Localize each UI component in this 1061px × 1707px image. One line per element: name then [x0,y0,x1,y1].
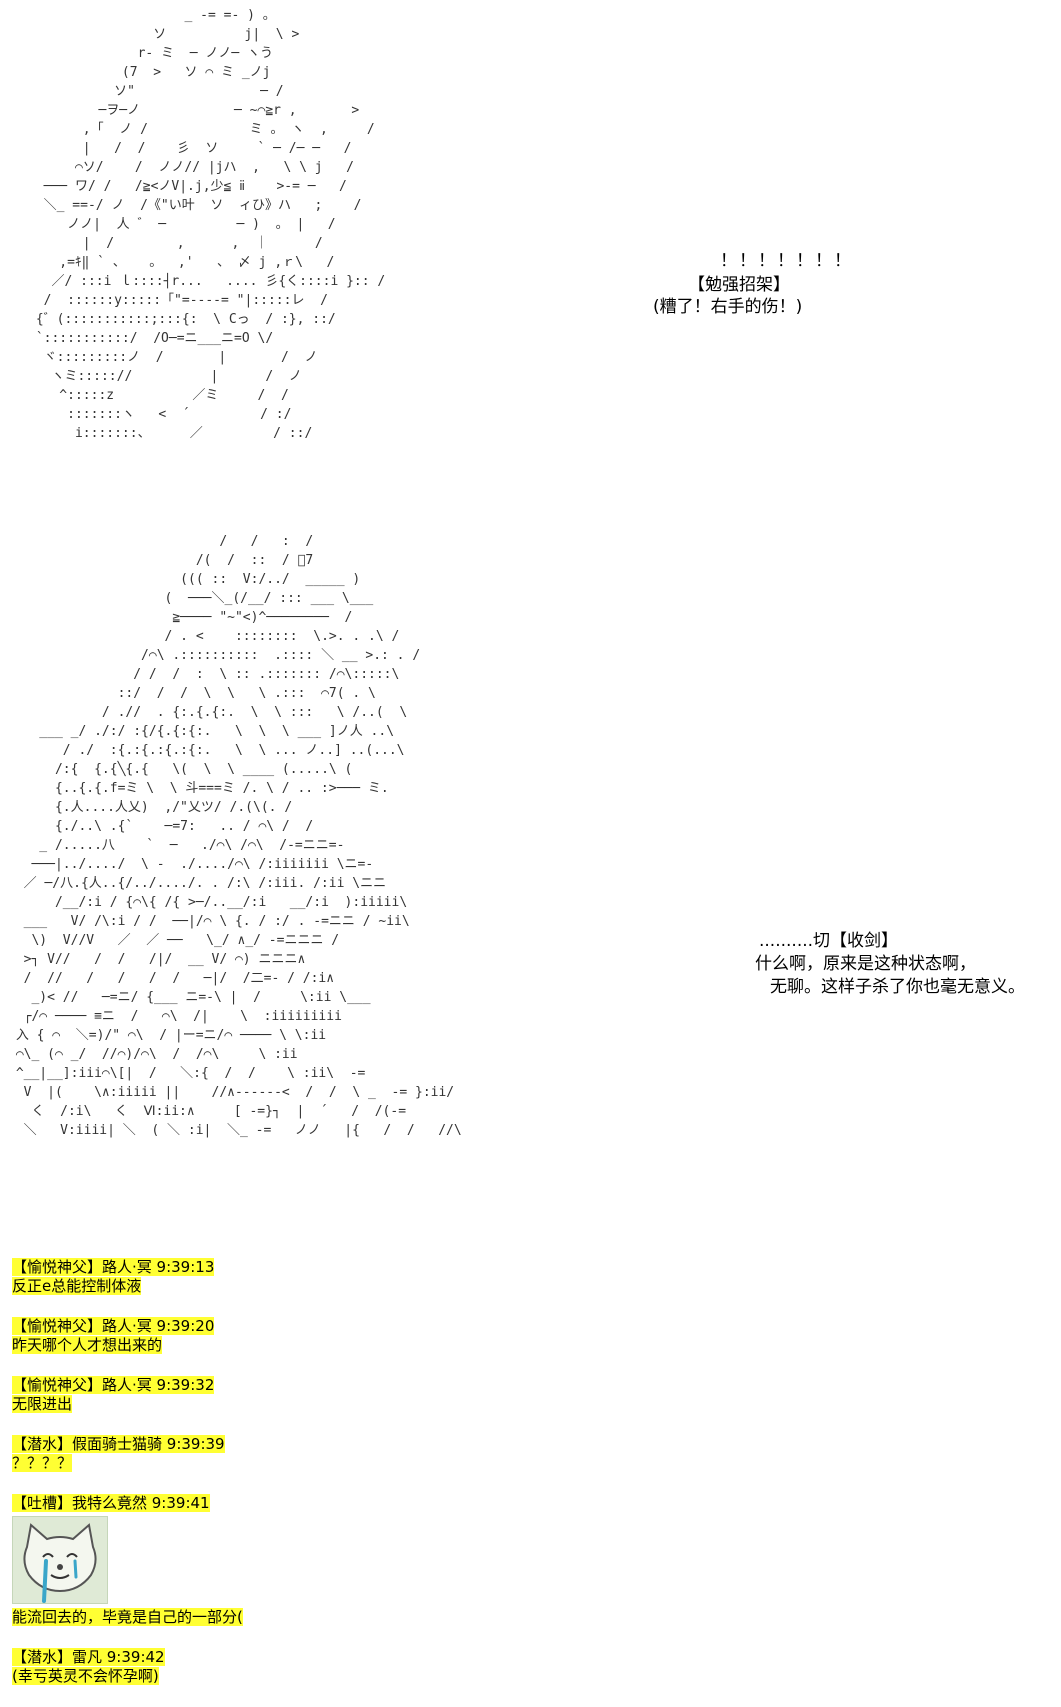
chat-message: 【愉悦神父】路人·冥 9:39:13 反正e总能控制体液 [12,1258,1052,1296]
chat-text: 昨天哪个人才想出来的 [12,1336,163,1354]
chat-header: 【愉悦神父】路人·冥 9:39:20 [12,1317,215,1335]
chat-message: 【潜水】雷凡 9:39:42 (幸亏英灵不会怀孕啊) [12,1648,1052,1686]
ascii-art-bottom: / / : / /( / :: / ゚7 ((( :: V:/../ _____… [15,534,462,1138]
chat-text: (幸亏英灵不会怀孕啊) [12,1667,159,1685]
crying-cat-icon [12,1516,108,1604]
chat-text: 反正e总能控制体液 [12,1277,142,1295]
chat-message: 【愉悦神父】路人·冥 9:39:20 昨天哪个人才想出来的 [12,1317,1052,1355]
chat-message: 【吐槽】我特么竟然 9:39:41 能流回去的，毕竟是自己的一部分( [12,1494,1052,1627]
caption-sheathe: ..........切【收剑】 [759,931,899,951]
chat-text: 能流回去的，毕竟是自己的一部分( [12,1608,243,1626]
chat-header: 【潜水】假面骑士猫骑 9:39:39 [12,1435,225,1453]
caption-remark-2: 无聊。这样子杀了你也毫无意义。 [770,977,1025,997]
chat-text: 无限进出 [12,1395,73,1413]
chat-message: 【愉悦神父】路人·冥 9:39:32 无限进出 [12,1376,1052,1414]
chat-text: ？？？？ [12,1454,73,1472]
caption-remark-1: 什么啊，原来是这种状态啊， [755,954,976,974]
chat-message: 【潜水】假面骑士猫骑 9:39:39 ？？？？ [12,1435,1052,1473]
chat-header: 【愉悦神父】路人·冥 9:39:13 [12,1258,215,1276]
caption-exclaim: ！！！！！！！ [720,251,853,271]
chat-log: 【愉悦神父】路人·冥 9:39:13 反正e总能控制体液 【愉悦神父】路人·冥 … [12,1258,1052,1707]
caption-injury-thought: (糟了！右手的伤！) [653,297,803,317]
chat-header: 【愉悦神父】路人·冥 9:39:32 [12,1376,215,1394]
chat-header: 【潜水】雷凡 9:39:42 [12,1648,165,1666]
ascii-art-top: _ -= =- ) 。 ソ j| \ > r- ミ ─ ノノ─ ヽう (7 > … [35,8,386,441]
caption-parry: 【勉强招架】 [688,275,790,295]
chat-header: 【吐槽】我特么竟然 9:39:41 [12,1494,210,1512]
